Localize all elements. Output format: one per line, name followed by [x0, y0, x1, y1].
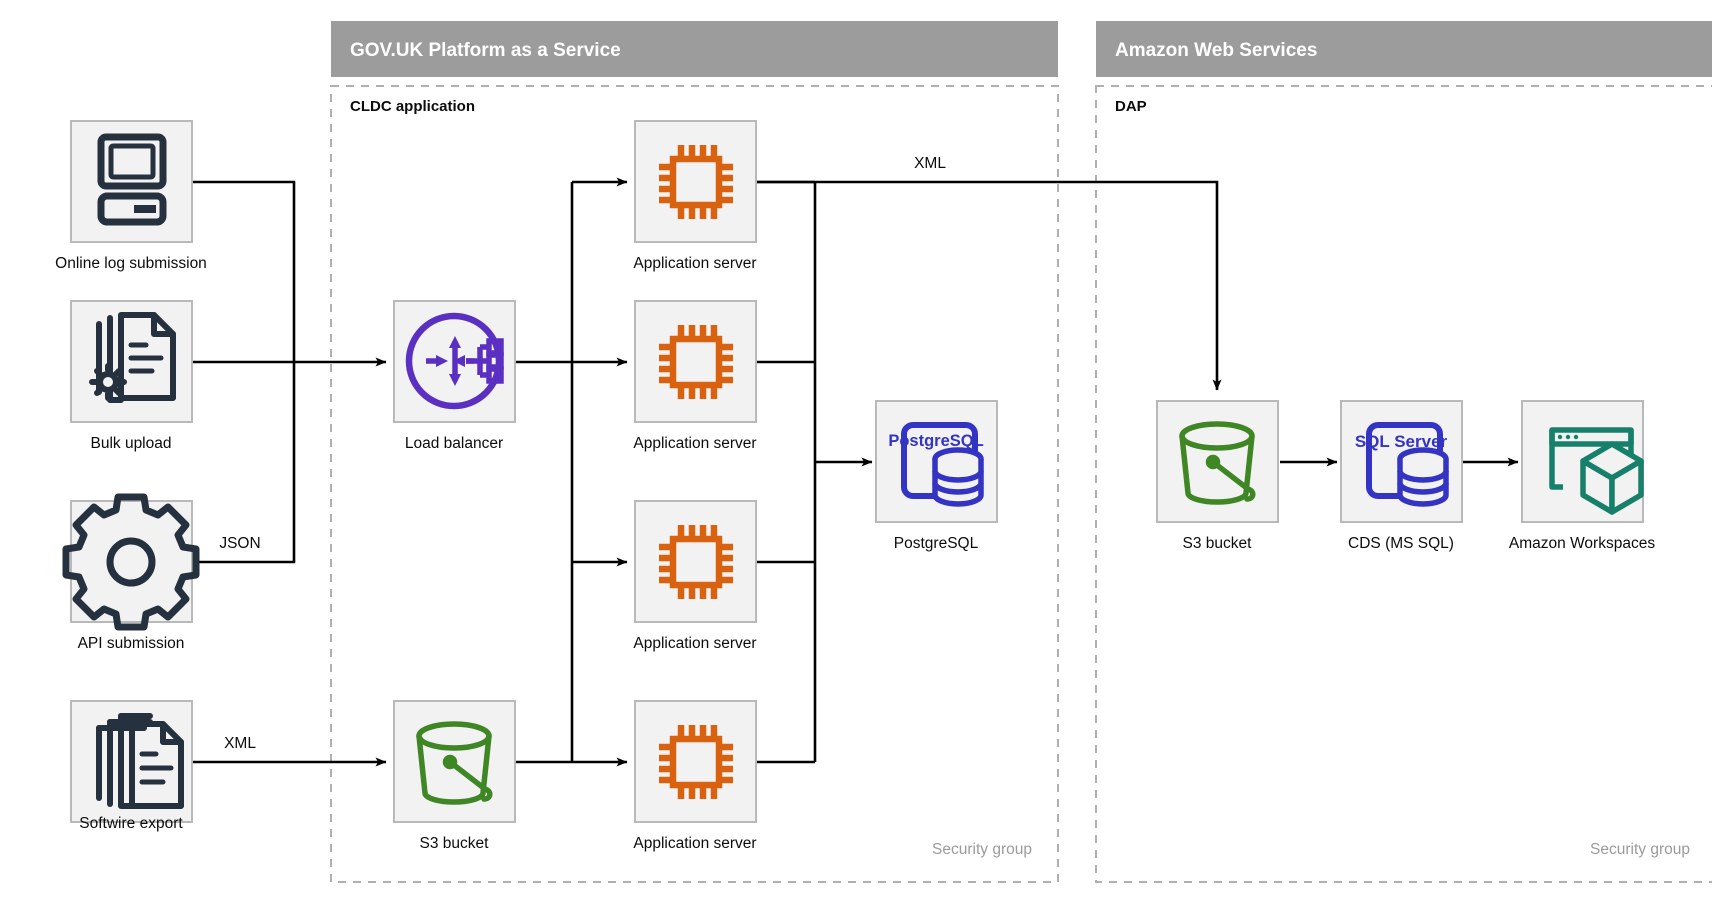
edge-api-submission-to-bus — [192, 362, 296, 564]
cpu-chip-icon — [659, 145, 733, 219]
node-s3-bucket-aws[interactable]: S3 bucket — [1156, 400, 1279, 552]
node-s3-bucket-paas-label: S3 bucket — [420, 835, 490, 852]
node-postgresql[interactable]: PostgreSQL PostgreSQL — [875, 400, 998, 552]
panel-paas-boundary — [330, 85, 1059, 883]
postgresql-database-icon: PostgreSQL — [888, 422, 984, 507]
node-app-server-1[interactable]: Application server — [633, 120, 757, 272]
desktop-computer-icon — [97, 133, 167, 226]
edge-online-log-to-bus — [192, 180, 296, 362]
node-cds-ms-sql[interactable]: SQL Server CDS (MS SQL) — [1340, 400, 1463, 552]
node-app-server-4[interactable]: Application server — [633, 700, 757, 852]
edge-app-server-1-to-s3-aws — [756, 180, 1222, 391]
node-bulk-upload-label: Bulk upload — [90, 435, 171, 452]
cpu-chip-icon — [659, 725, 733, 799]
panel-paas-title: GOV.UK Platform as a Service — [350, 40, 621, 61]
node-s3-bucket-aws-label: S3 bucket — [1183, 535, 1253, 552]
panel-paas-header-bar — [331, 21, 1058, 77]
edge-group — [192, 177, 1519, 767]
node-postgresql-label: PostgreSQL — [894, 535, 979, 552]
cpu-chip-icon — [659, 525, 733, 599]
documents-stack-icon — [96, 713, 184, 809]
node-online-log-submission-label: Online log submission — [55, 255, 207, 272]
node-amazon-workspaces[interactable]: Amazon Workspaces — [1509, 400, 1655, 552]
node-s3-bucket-paas[interactable]: S3 bucket — [393, 700, 516, 852]
document-gear-icon — [89, 312, 176, 403]
panel-aws-title: Amazon Web Services — [1115, 40, 1317, 61]
node-app-server-2-box — [634, 300, 757, 423]
node-online-log-submission[interactable]: Online log submission — [55, 120, 207, 272]
gear-icon — [62, 493, 200, 631]
node-softwire-export-label: Softwire export — [79, 815, 183, 832]
panel-paas: GOV.UK Platform as a Service CLDC applic… — [330, 21, 1059, 883]
edge-label-xml-softwire: XML — [224, 735, 256, 752]
panel-paas-subtitle: CLDC application — [350, 98, 475, 115]
s3-bucket-icon — [416, 721, 493, 805]
sql-server-icon-text: SQL Server — [1355, 432, 1448, 451]
node-app-server-2[interactable]: Application server — [633, 300, 757, 452]
postgresql-icon-text: PostgreSQL — [888, 432, 983, 450]
node-app-server-1-box — [634, 120, 757, 243]
node-load-balancer[interactable]: Load balancer — [393, 300, 516, 452]
edge-label-json: JSON — [219, 535, 260, 552]
node-cds-ms-sql-label: CDS (MS SQL) — [1348, 535, 1454, 552]
node-app-server-4-label: Application server — [633, 835, 756, 852]
amazon-workspaces-icon — [1549, 427, 1644, 515]
panel-aws: Amazon Web Services DAP Security group — [1095, 21, 1712, 883]
panel-aws-boundary — [1095, 85, 1712, 883]
node-app-server-3-box — [634, 500, 757, 623]
s3-bucket-icon — [1179, 421, 1256, 505]
node-api-submission-box — [70, 500, 193, 623]
cpu-chip-icon — [659, 325, 733, 399]
node-amazon-workspaces-label: Amazon Workspaces — [1509, 535, 1655, 552]
panel-aws-security-group-label: Security group — [1590, 841, 1690, 858]
load-balancer-icon — [405, 312, 504, 410]
node-api-submission[interactable]: API submission — [62, 493, 200, 652]
node-load-balancer-label: Load balancer — [405, 435, 503, 452]
node-api-submission-label: API submission — [78, 635, 185, 652]
node-bulk-upload[interactable]: Bulk upload — [70, 300, 193, 452]
node-app-server-2-label: Application server — [633, 435, 756, 452]
node-app-server-3[interactable]: Application server — [633, 500, 757, 652]
edge-label-xml-dap: XML — [914, 155, 946, 172]
panel-aws-subtitle: DAP — [1115, 98, 1147, 115]
panel-aws-header-bar — [1096, 21, 1712, 77]
panel-paas-security-group-label: Security group — [932, 841, 1032, 858]
node-app-server-3-label: Application server — [633, 635, 756, 652]
sql-server-database-icon: SQL Server — [1355, 422, 1449, 507]
node-app-server-4-box — [634, 700, 757, 823]
node-app-server-1-label: Application server — [633, 255, 756, 272]
node-softwire-export[interactable]: Softwire export — [70, 700, 193, 832]
